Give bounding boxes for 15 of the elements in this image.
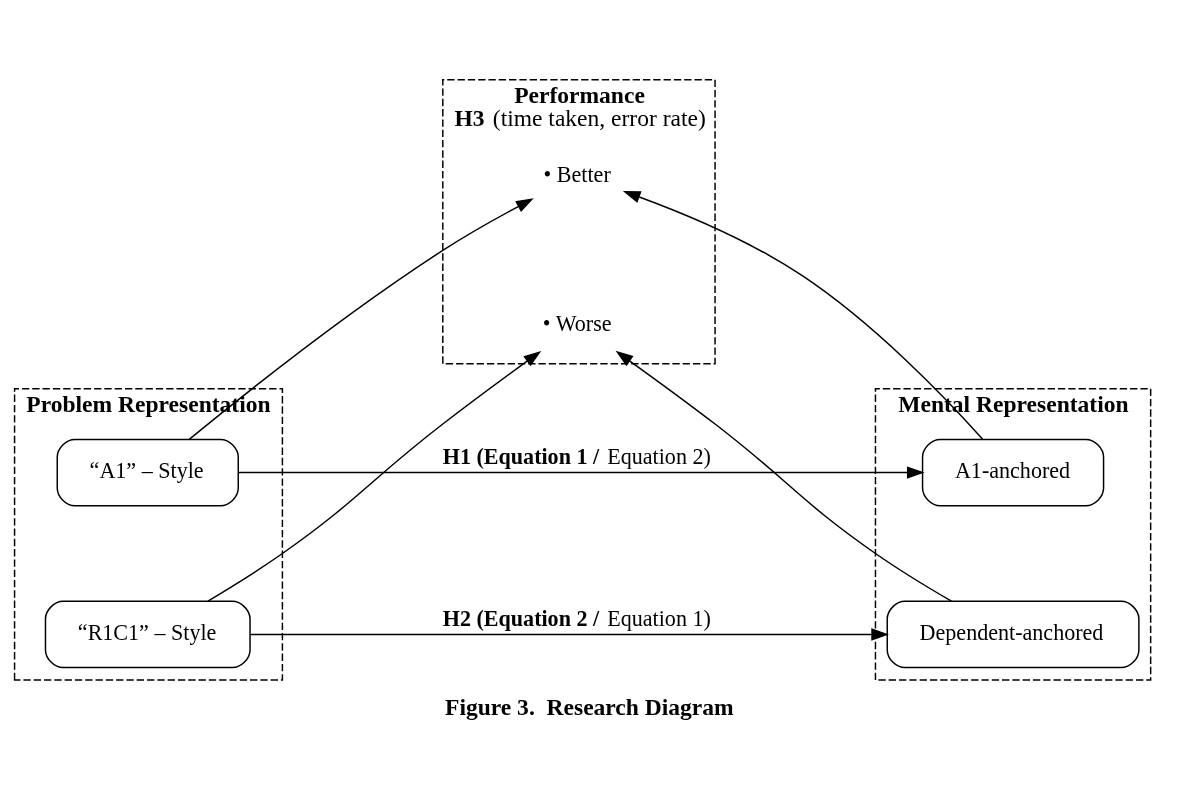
- arrow: [249, 627, 889, 641]
- node-box: “A1” – Style: [56, 438, 239, 506]
- caption: Figure 3. Research Diagram: [445, 693, 734, 720]
- arrow: [188, 197, 534, 440]
- node-text: • Worse: [542, 310, 612, 336]
- edge-label: H1 (Equation 1 / Equation 2): [442, 443, 711, 469]
- arrow: [237, 465, 925, 479]
- arrow: [207, 350, 542, 602]
- edge-label: H2 (Equation 2 / Equation 1): [442, 605, 711, 631]
- node-text: • Better: [543, 161, 611, 187]
- node-box: A1-anchored: [921, 438, 1105, 506]
- arrow: [622, 190, 984, 440]
- arrow: [615, 350, 953, 602]
- node-box: Dependent-anchored: [886, 600, 1140, 668]
- node-box: “R1C1” – Style: [44, 600, 251, 668]
